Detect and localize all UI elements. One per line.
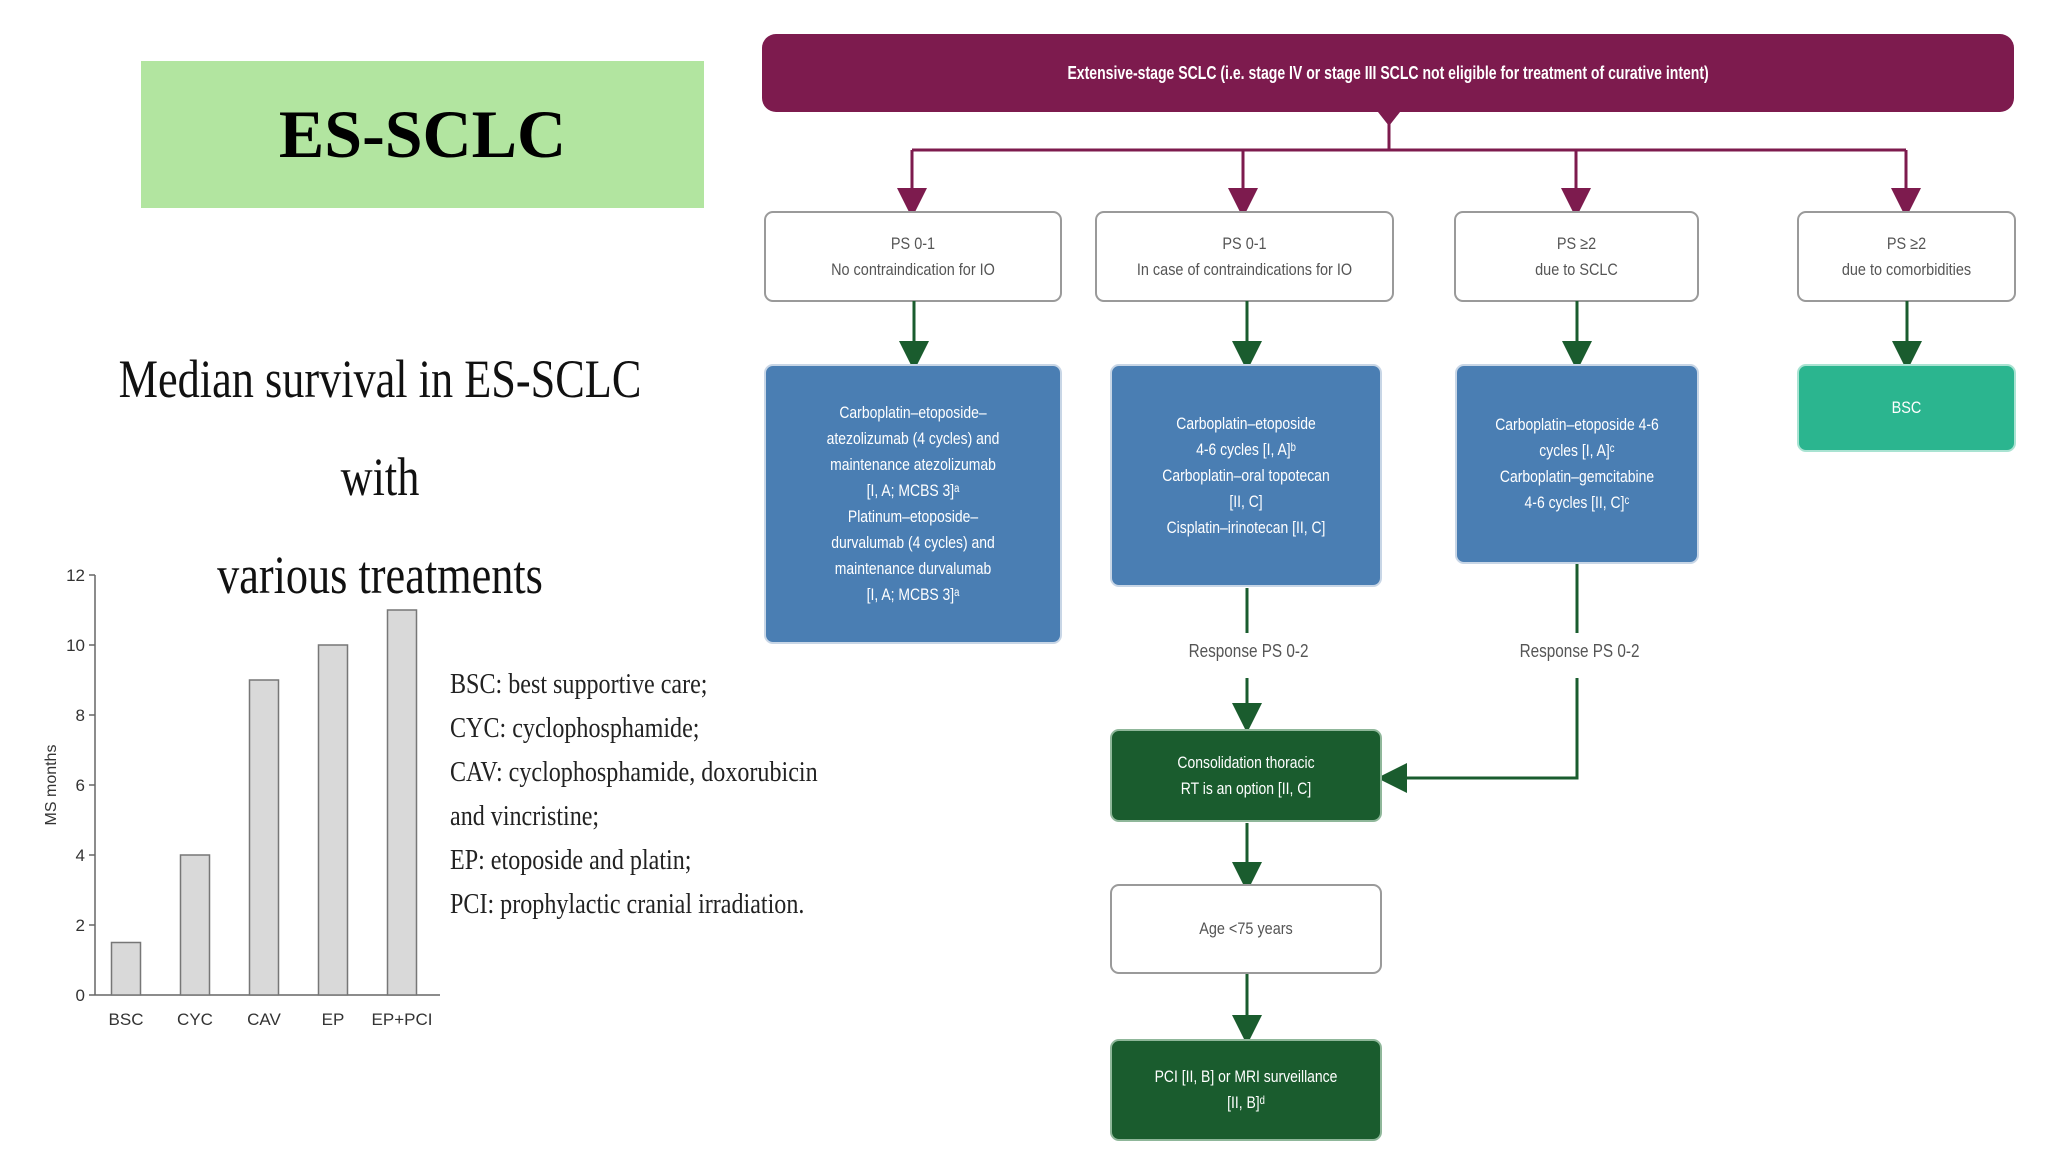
bar-bsc xyxy=(110,941,142,996)
ps-box-1-text: PS 0-1 No contraindication for IO xyxy=(787,212,1039,301)
page-title: ES-SCLC xyxy=(278,96,567,172)
x-tick-label: EP xyxy=(322,1010,345,1029)
treatment-line: durvalumab (4 cycles) and xyxy=(831,533,995,552)
treatment-line: Carboplatin–etoposide– xyxy=(839,403,987,422)
age-text: Age <75 years xyxy=(1131,885,1361,973)
flowchart-header-box xyxy=(762,34,2014,112)
age-line: Age <75 years xyxy=(1199,919,1293,938)
treatment-box-2-text: Carboplatin–etoposide 4-6 cycles [I, A]ᵇ… xyxy=(1135,365,1356,586)
treatment-box-1-text: Carboplatin–etoposide– atezolizumab (4 c… xyxy=(792,365,1035,643)
flowchart-header-text: Extensive-stage SCLC (i.e. stage IV or s… xyxy=(1067,63,1709,83)
treatment-line: cycles [I, A]ᶜ xyxy=(1539,441,1615,460)
treatment-line: Carboplatin–etoposide xyxy=(1176,413,1316,433)
response-label-2: Response PS 0-2 xyxy=(1519,641,1640,661)
x-tick-label: EP+PCI xyxy=(372,1010,433,1029)
pci-line: [II, B]ᵈ xyxy=(1227,1093,1265,1112)
ps-box-4-text: PS ≥2 due to comorbidities xyxy=(1814,212,1998,301)
treatment-line: [I, A; MCBS 3]ᵃ xyxy=(866,481,960,500)
pci-line: PCI [II, B] or MRI surveillance xyxy=(1154,1067,1338,1086)
y-tick-label: 10 xyxy=(66,636,85,655)
x-tick-label: CAV xyxy=(247,1010,281,1029)
y-tick-label: 8 xyxy=(76,706,85,725)
treatment-line: [I, A; MCBS 3]ᵃ xyxy=(866,585,960,604)
consolidation-box xyxy=(1110,729,1382,822)
survival-heading: Median survival in ES-SCLC with various … xyxy=(101,330,659,624)
y-tick-label: 0 xyxy=(76,986,85,1005)
x-tick-label: CYC xyxy=(177,1010,213,1029)
treatment-line: BSC xyxy=(1891,398,1922,417)
ps-detail: In case of contraindications for IO xyxy=(1136,259,1353,279)
treatment-line: 4-6 cycles [II, C]ᶜ xyxy=(1524,493,1630,512)
treatment-box-1 xyxy=(764,364,1062,644)
abbreviation-item: CYC: cyclophosphamide; xyxy=(450,713,700,744)
treatment-line: maintenance atezolizumab xyxy=(830,455,996,474)
treatment-box-2 xyxy=(1110,364,1382,587)
bar-ep xyxy=(317,644,349,996)
age-box xyxy=(1110,884,1382,974)
abbreviation-item: BSC: best supportive care; xyxy=(450,669,708,700)
treatment-line: Platinum–etoposide– xyxy=(847,507,979,526)
treatment-line: [II, C] xyxy=(1229,491,1263,511)
ps-detail: No contraindication for IO xyxy=(831,259,995,279)
treatment-line: Cisplatin–irinotecan [II, C] xyxy=(1166,517,1326,537)
consolidation-line: RT is an option [II, C] xyxy=(1180,778,1312,798)
bar-cav xyxy=(248,679,280,996)
ps-label: PS ≥2 xyxy=(1556,233,1597,253)
y-axis-label: MS months xyxy=(43,745,60,826)
consolidation-text: Consolidation thoracic RT is an option [… xyxy=(1135,730,1356,821)
bsc-box-text: BSC xyxy=(1814,365,1998,451)
title-badge: ES-SCLC xyxy=(141,61,704,208)
y-tick-label: 2 xyxy=(76,916,85,935)
flowchart-header: Extensive-stage SCLC (i.e. stage IV or s… xyxy=(762,34,2014,112)
treatment-line: Carboplatin–gemcitabine xyxy=(1499,467,1655,486)
ps-box-2-text: PS 0-1 In case of contraindications for … xyxy=(1118,212,1370,301)
ps-detail: due to comorbidities xyxy=(1841,259,1972,279)
treatment-line: maintenance durvalumab xyxy=(834,559,992,578)
ps-label: PS 0-1 xyxy=(1222,233,1267,253)
abbreviation-item: EP: etoposide and platin; xyxy=(450,845,692,876)
treatment-line: atezolizumab (4 cycles) and xyxy=(826,429,1000,448)
bar-ep-pci xyxy=(386,609,418,996)
response-label-1: Response PS 0-2 xyxy=(1188,641,1309,661)
survival-heading-line-1: Median survival in ES-SCLC with xyxy=(118,349,642,507)
ps-label: PS ≥2 xyxy=(1886,233,1927,253)
pci-box xyxy=(1110,1039,1382,1141)
consolidation-line: Consolidation thoracic xyxy=(1177,752,1315,772)
survival-heading-line-2: various treatments xyxy=(217,545,543,605)
treatment-line: Carboplatin–etoposide 4-6 xyxy=(1495,415,1659,434)
green-arrows xyxy=(899,301,1922,1045)
treatment-box-bsc xyxy=(1797,364,2016,452)
treatment-line: 4-6 cycles [I, A]ᵇ xyxy=(1196,439,1296,459)
abbreviation-item: and vincristine; xyxy=(450,801,600,832)
branch-lines xyxy=(897,112,1921,218)
pci-text: PCI [II, B] or MRI surveillance [II, B]ᵈ xyxy=(1135,1040,1356,1140)
ps-box-2 xyxy=(1095,211,1394,302)
bar-cyc xyxy=(179,854,211,996)
ps-label: PS 0-1 xyxy=(890,233,936,253)
y-tick-label: 4 xyxy=(76,846,85,865)
x-tick-label: BSC xyxy=(109,1010,144,1029)
treatment-box-3-text: Carboplatin–etoposide 4-6 cycles [I, A]ᶜ… xyxy=(1478,365,1676,563)
y-tick-label: 12 xyxy=(66,566,85,585)
y-tick-label: 6 xyxy=(76,776,85,795)
treatment-line: Carboplatin–oral topotecan xyxy=(1162,465,1330,485)
ps-box-3-text: PS ≥2 due to SCLC xyxy=(1473,212,1680,301)
treatment-box-3 xyxy=(1455,364,1699,564)
ps-detail: due to SCLC xyxy=(1535,259,1618,279)
